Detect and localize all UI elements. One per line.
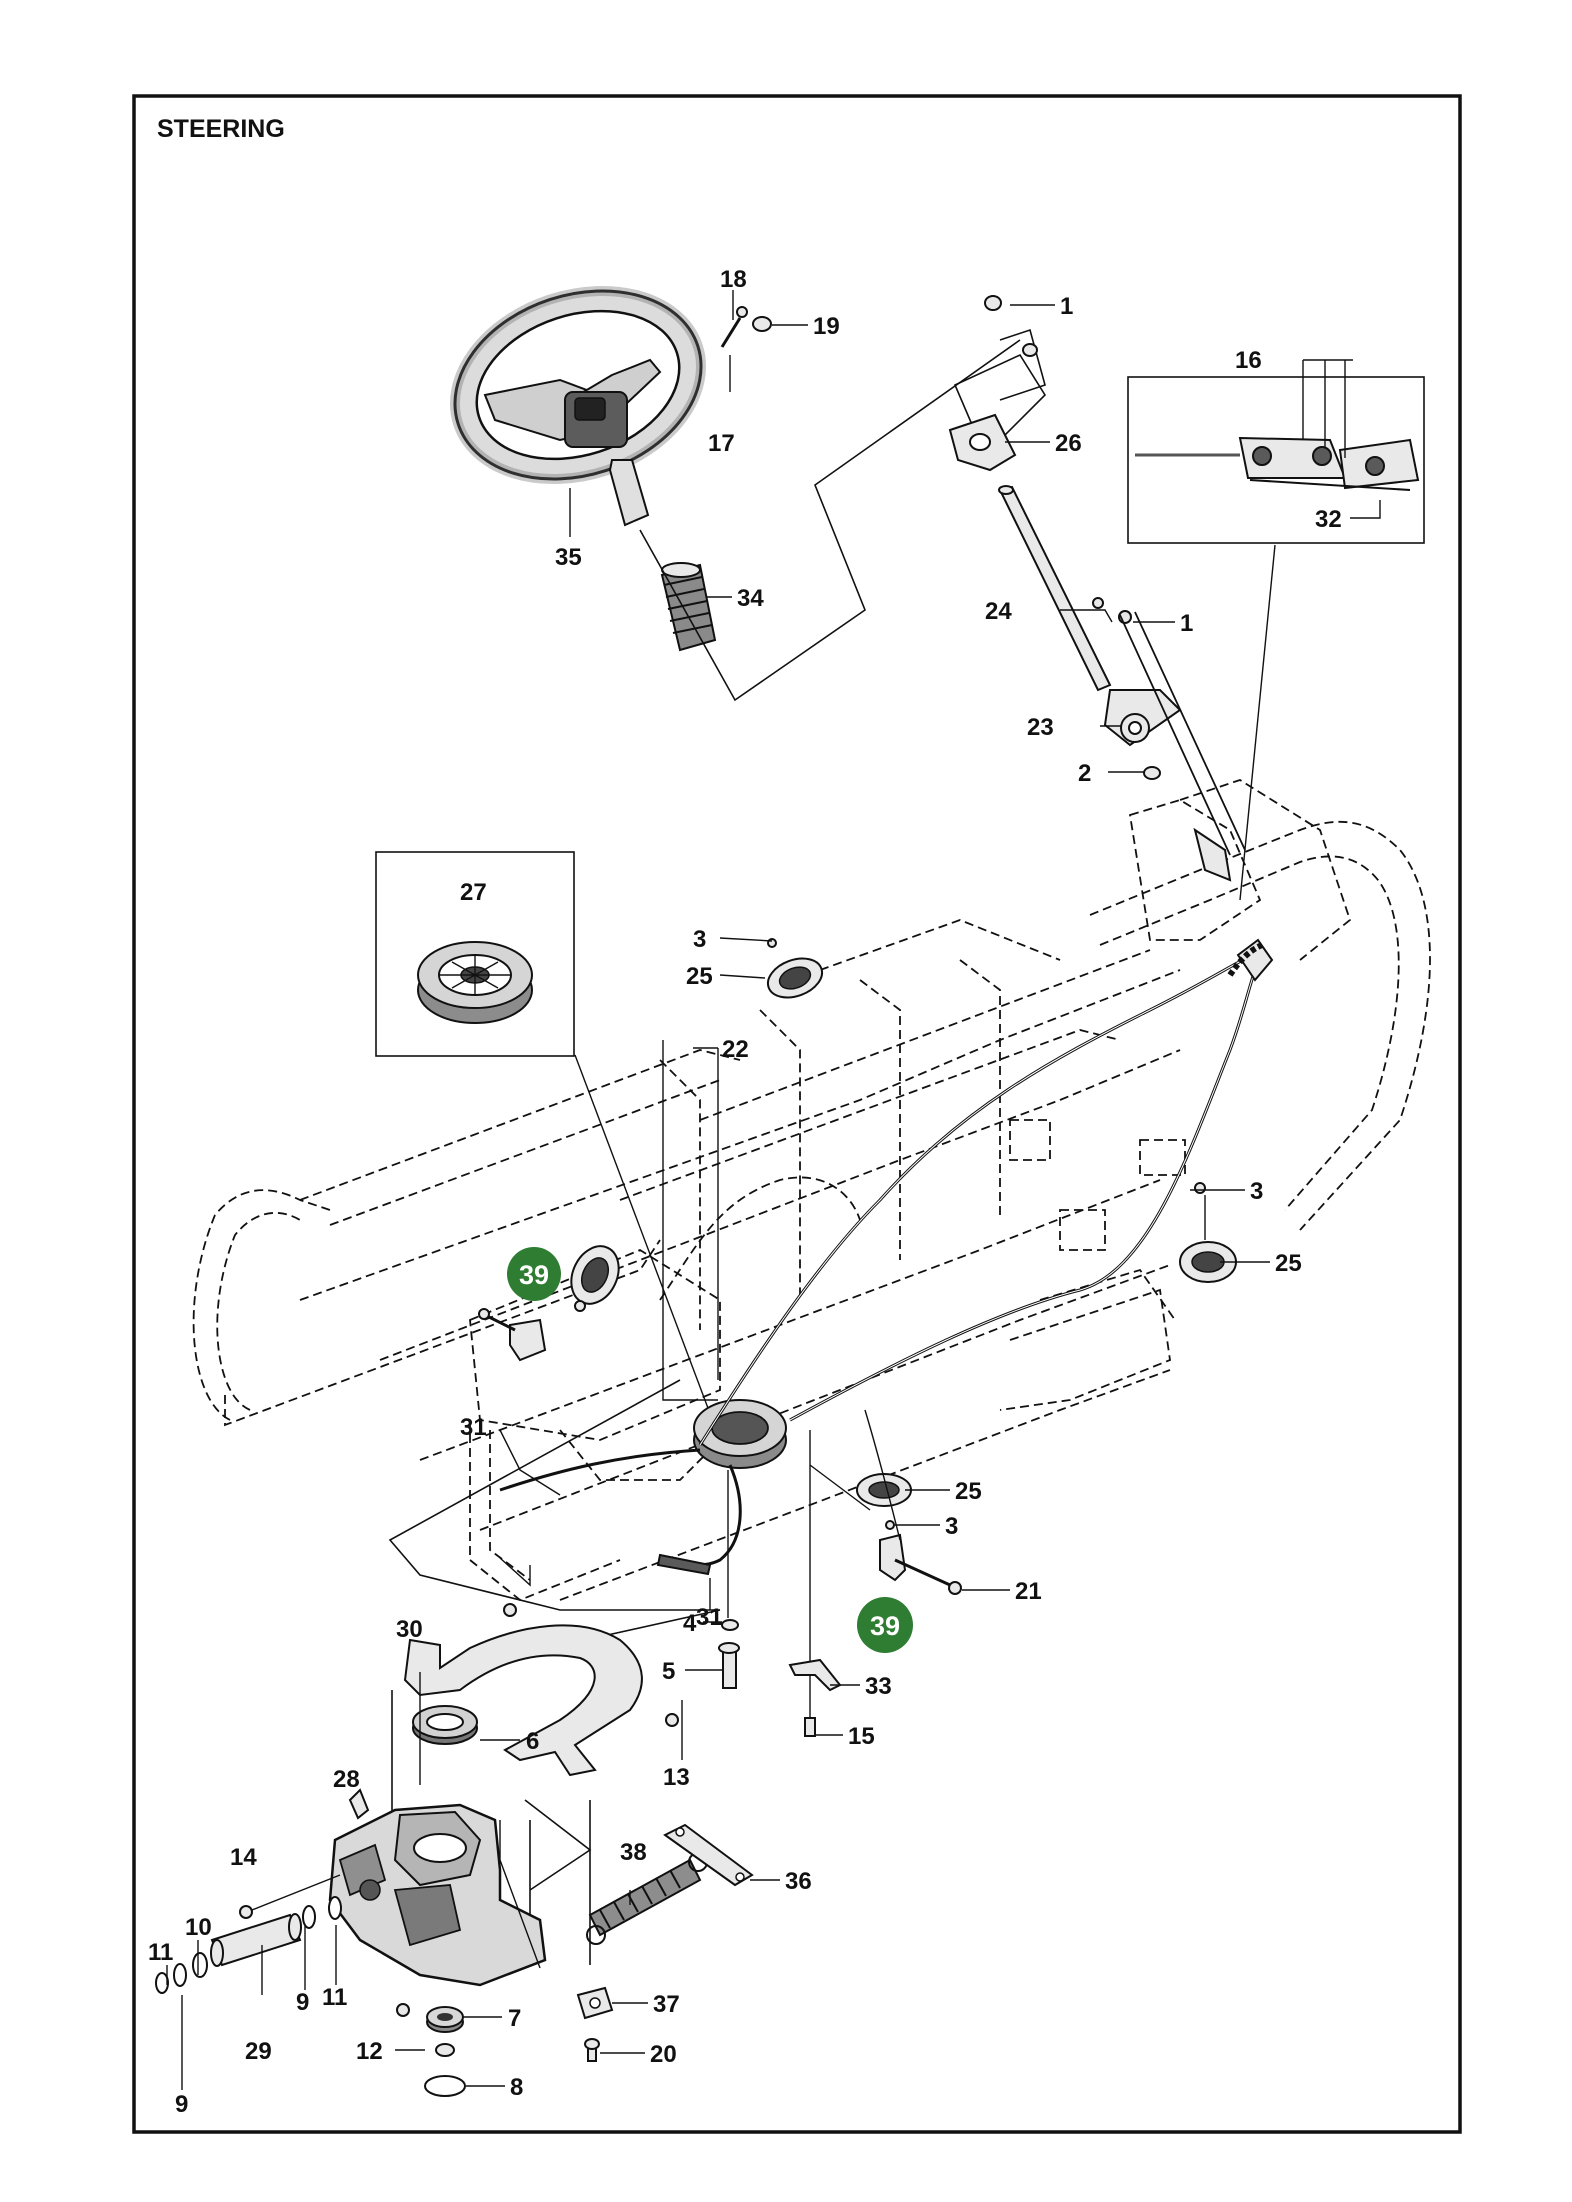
callout-12: 12 (356, 2038, 383, 2065)
callout-11-right: 11 (322, 1984, 347, 2011)
callout-30: 30 (396, 1616, 423, 1643)
callout-31-lower: 31 (696, 1604, 723, 1631)
nut-14 (239, 1905, 253, 1919)
main-drive-pulley (693, 1399, 787, 1469)
idler-pulley-lower (856, 1473, 912, 1530)
callout-3-right: 3 (1250, 1178, 1263, 1205)
callout-17: 17 (708, 430, 735, 457)
callout-37: 37 (653, 1991, 680, 2018)
callout-9-mid: 9 (296, 1989, 309, 2016)
center-bolts (718, 1430, 842, 1737)
column-spring (660, 562, 717, 652)
callout-38: 38 (620, 1839, 647, 1866)
callout-20: 20 (650, 2041, 677, 2068)
column-outline (639, 328, 1046, 702)
axle-29 (210, 1913, 302, 1967)
idler-pulley-right (1179, 1182, 1237, 1283)
washer-8 (424, 2075, 466, 2097)
callout-4: 4 (683, 1610, 697, 1637)
callout-13: 13 (663, 1764, 690, 1791)
callout-26: 26 (1055, 430, 1082, 457)
callout-18: 18 (720, 266, 747, 293)
callout-1-mid: 1 (1180, 610, 1193, 637)
ring-11a (328, 1896, 342, 1920)
steering-shaft (998, 485, 1132, 692)
bearing-7 (426, 2006, 464, 2033)
callout-36: 36 (785, 1868, 812, 1895)
return-spring-38 (586, 1852, 708, 1945)
callout-25-lower: 25 (955, 1478, 982, 1505)
callout-19: 19 (813, 313, 840, 340)
callout-24: 24 (985, 598, 1012, 625)
callout-21: 21 (1015, 1578, 1042, 1605)
callout-25-right: 25 (1275, 1250, 1302, 1277)
page-title: STEERING (157, 115, 285, 143)
chain-detail-box (1127, 376, 1425, 544)
callout-33: 33 (865, 1673, 892, 1700)
steering-pinion (1103, 611, 1246, 882)
callout-5: 5 (662, 1658, 675, 1685)
steering-wheel (449, 285, 707, 527)
callout-31-upper: 31 (460, 1414, 487, 1441)
callout-16: 16 (1235, 347, 1262, 374)
idler-pulley-top (766, 938, 824, 999)
callout-14: 14 (230, 1844, 257, 1871)
ring-9b (173, 1963, 187, 1987)
pulley-detail-box (375, 851, 575, 1057)
callout-6: 6 (526, 1728, 539, 1755)
callout-10: 10 (185, 1914, 212, 1941)
steering-bracket-30 (403, 1603, 679, 1777)
callout-28: 28 (333, 1766, 360, 1793)
washer-12 (435, 2043, 455, 2057)
plate-36 (663, 1823, 754, 1887)
callout-32: 32 (1315, 506, 1342, 533)
callout-15: 15 (848, 1723, 875, 1750)
bracket-left (478, 1300, 586, 1362)
bearing-6 (412, 1705, 478, 1745)
callout-23: 23 (1027, 714, 1054, 741)
ring-10 (192, 1952, 208, 1978)
wheel-screw (720, 306, 772, 348)
callout-1-top: 1 (1060, 293, 1073, 320)
callout-29: 29 (245, 2038, 272, 2065)
callout-11-left: 11 (148, 1939, 173, 1966)
ring-11b (155, 1972, 169, 1994)
idler-pulley-left (570, 1245, 620, 1305)
callout-8: 8 (510, 2074, 523, 2101)
callout-22: 22 (722, 1036, 749, 1063)
callout-3-lower: 3 (945, 1513, 958, 1540)
callout-7: 7 (508, 2005, 521, 2032)
spring-anchor-37 (576, 1986, 614, 2062)
badge-39-left: 39 (507, 1247, 561, 1301)
pivot-bracket (879, 1533, 962, 1595)
gearbox-housing (328, 1788, 547, 2017)
callout-34: 34 (737, 585, 764, 612)
badge-39-right: 39 (857, 1597, 913, 1653)
page-border (132, 94, 1462, 2134)
callout-labels: 1 1 2 3 3 3 4 5 6 7 8 9 9 10 11 11 12 13… (148, 266, 1342, 2118)
callout-9-lower: 9 (175, 2091, 188, 2118)
callout-35: 35 (555, 544, 582, 571)
callout-3-top: 3 (693, 926, 706, 953)
steering-cables (499, 938, 1274, 1576)
callout-27: 27 (460, 879, 487, 906)
callout-25-top: 25 (686, 963, 713, 990)
svg-text:39: 39 (870, 1611, 900, 1641)
callout-2: 2 (1078, 760, 1091, 787)
svg-text:39: 39 (519, 1260, 549, 1290)
ring-9a (302, 1905, 316, 1929)
leader-lines (166, 290, 1381, 2090)
column-plate (948, 295, 1038, 472)
